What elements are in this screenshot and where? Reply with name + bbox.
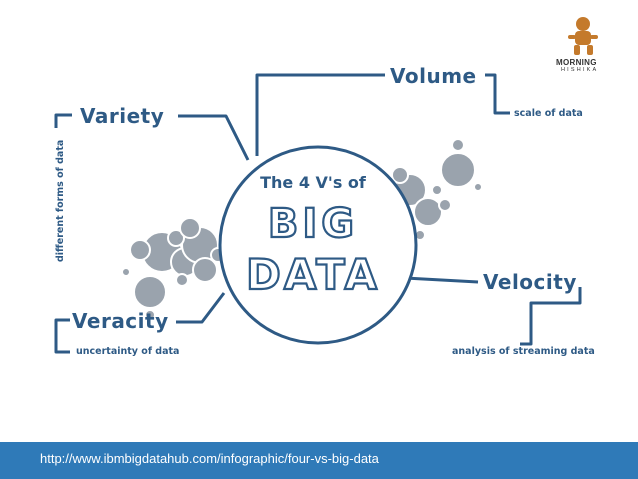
velocity-label: Velocity — [483, 270, 577, 294]
variety-connector — [178, 114, 250, 161]
connector-lines — [54, 73, 582, 354]
velocity-connector — [404, 276, 479, 284]
volume-sub-label: scale of data — [514, 108, 583, 119]
center-circle — [218, 145, 418, 345]
logo-word-hishika: HISHIKA — [561, 67, 599, 73]
velocity-sub-connector — [520, 287, 582, 346]
variety-sub-label: different forms of data — [55, 140, 66, 262]
veracity-sub-label: uncertainty of data — [76, 346, 180, 357]
variety-label: Variety — [80, 104, 165, 128]
volume-connector — [255, 73, 385, 156]
velocity-sub-label: analysis of streaming data — [452, 346, 595, 357]
bubble-cluster-left — [121, 217, 226, 321]
logo-word-morning: MORNING — [556, 58, 597, 67]
veracity-sub-connector — [54, 318, 70, 354]
url-footer-bar: http://www.ibmbigdatahub.com/infographic… — [0, 442, 638, 479]
variety-sub-connector — [54, 113, 72, 128]
volume-label: Volume — [390, 64, 477, 88]
veracity-connector — [176, 292, 226, 324]
monkey-mascot-icon — [568, 17, 598, 55]
volume-sub-connector — [485, 73, 510, 115]
center-data: DATA — [246, 250, 380, 299]
center-big: BIG — [268, 201, 358, 247]
center-title: The 4 V's of — [260, 173, 367, 192]
veracity-label: Veracity — [72, 309, 169, 333]
source-url-link[interactable]: http://www.ibmbigdatahub.com/infographic… — [40, 451, 379, 466]
